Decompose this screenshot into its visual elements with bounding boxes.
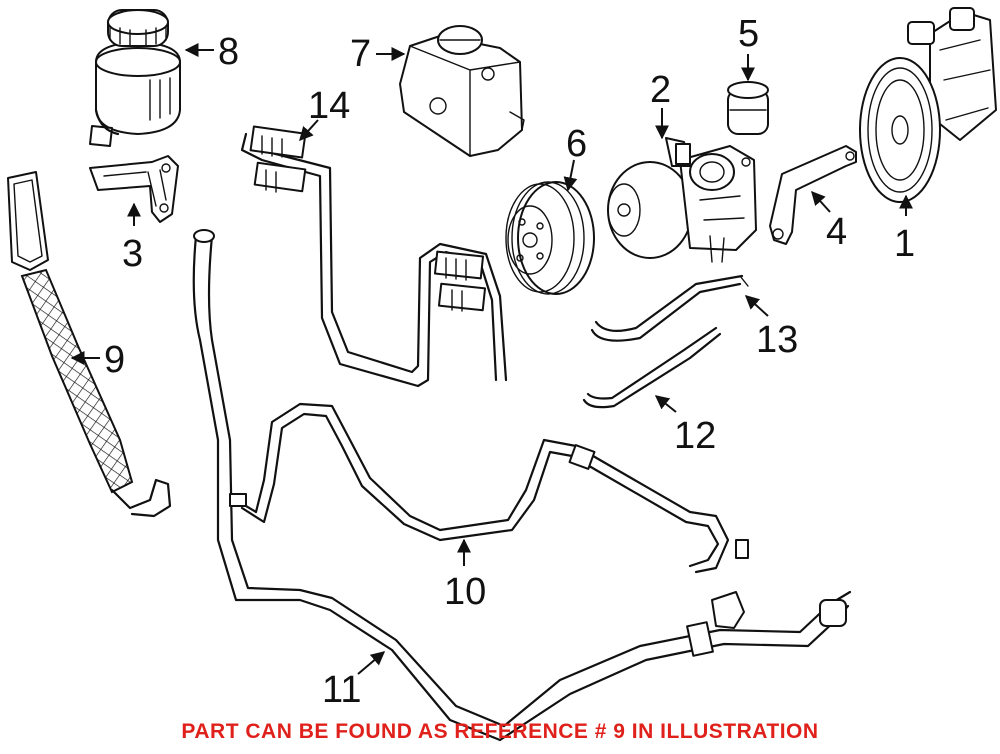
callout-arrow-11 <box>357 651 386 675</box>
bracket-arm-part-4 <box>769 145 857 245</box>
callout-arrow-13 <box>744 295 769 317</box>
callout-number-8: 8 <box>218 31 239 73</box>
pressure-line-part-10 <box>229 402 749 574</box>
reference-note: PART CAN BE FOUND AS REFERENCE # 9 IN IL… <box>181 720 819 743</box>
callout-number-6: 6 <box>566 123 587 165</box>
filter-part-5 <box>727 81 769 135</box>
pulley-part-6 <box>505 181 595 295</box>
cooler-lines-part-14 <box>240 125 508 388</box>
callout-number-12: 12 <box>674 415 716 457</box>
pump-part-2 <box>607 137 757 263</box>
pump-pulley-part-1 <box>859 7 997 203</box>
callout-number-11: 11 <box>322 669 361 711</box>
callout-number-13: 13 <box>756 319 798 361</box>
callout-number-3: 3 <box>122 233 143 275</box>
callout-arrow-4 <box>811 190 831 213</box>
callout-arrow-6 <box>563 159 578 192</box>
return-line-part-11 <box>192 229 852 742</box>
callout-number-9: 9 <box>104 339 125 381</box>
callout-number-14: 14 <box>308 85 350 127</box>
reservoir-part-8 <box>89 9 181 147</box>
callout-number-10: 10 <box>444 571 486 613</box>
callout-number-7: 7 <box>350 33 371 75</box>
callout-number-4: 4 <box>826 211 847 253</box>
callout-number-2: 2 <box>650 69 671 111</box>
callout-arrow-14 <box>299 119 319 142</box>
callout-number-5: 5 <box>738 13 759 55</box>
hose-part-13 <box>590 274 749 342</box>
pressure-hose-part-9 <box>7 171 172 518</box>
callout-number-1: 1 <box>894 223 915 265</box>
callout-arrow-12 <box>654 395 677 413</box>
reservoir-assembly-part-7 <box>399 25 525 157</box>
bracket-part-3 <box>89 155 179 223</box>
hose-part-12 <box>582 326 722 409</box>
